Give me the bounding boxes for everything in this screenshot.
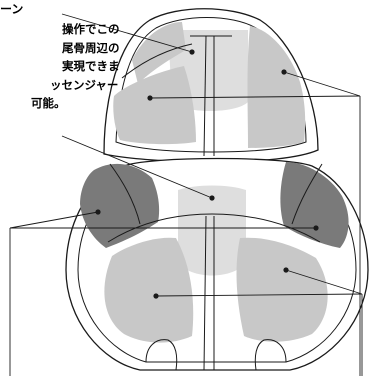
cushion-center-zone	[178, 185, 246, 276]
caption-line-5: 可能。	[31, 96, 66, 110]
cushion-bolster-seam-left	[109, 163, 141, 225]
dot-backrest-top	[189, 49, 195, 55]
caption-body: 操作でこの尾骨周辺の実現できまッセンジャー可能。	[0, 20, 120, 113]
cushion-front-left-notch	[145, 339, 178, 371]
seat-cushion	[65, 157, 369, 371]
cushion-seam-left	[203, 215, 207, 371]
leader-dots	[95, 49, 319, 299]
cushion-left-thigh-zone	[104, 237, 194, 343]
leader-right-to-thigh-right	[285, 269, 363, 295]
leader-left-to-bolster-left	[9, 211, 99, 229]
dot-thigh-right	[283, 267, 289, 273]
cushion-inner-outline	[77, 174, 357, 363]
caption-line-2: 尾骨周辺の	[62, 40, 120, 55]
leader-caption-to-backrest-top	[61, 13, 193, 53]
cushion-right-bolster-zone	[280, 162, 349, 248]
backrest-lower-left-zone	[113, 66, 196, 145]
cushion-front-right-notch	[254, 339, 287, 371]
caption-line-1: 操作でこの	[62, 22, 120, 36]
dot-backrest-left	[147, 95, 153, 101]
leader-right-to-thigh-left	[155, 293, 363, 297]
leader-right-to-backrest-right	[283, 71, 361, 97]
caption-line-4: ッセンジャー	[50, 77, 119, 92]
backrest-upper-left-zone	[132, 22, 186, 84]
backrest-right-zone	[247, 26, 306, 148]
dot-bolster-left	[95, 209, 101, 215]
dot-cushion-center	[209, 195, 215, 201]
dot-backrest-right	[281, 69, 287, 75]
leader-right-to-backrest-left	[149, 95, 361, 99]
dot-bolster-right	[313, 225, 319, 231]
caption-title: ーン	[0, 2, 24, 16]
cushion-bolster-seam-right	[291, 163, 323, 225]
cushion-front-arc	[107, 213, 321, 243]
backrest	[103, 8, 319, 163]
backrest-curve-left	[121, 43, 193, 79]
backrest-seam-left	[203, 35, 207, 157]
cushion-right-thigh-zone	[236, 237, 328, 342]
leader-caption-to-cushion-center	[61, 135, 213, 199]
leader-lines	[9, 13, 363, 376]
dot-thigh-left	[153, 293, 159, 299]
caption-line-3: 実現できま	[62, 59, 120, 73]
